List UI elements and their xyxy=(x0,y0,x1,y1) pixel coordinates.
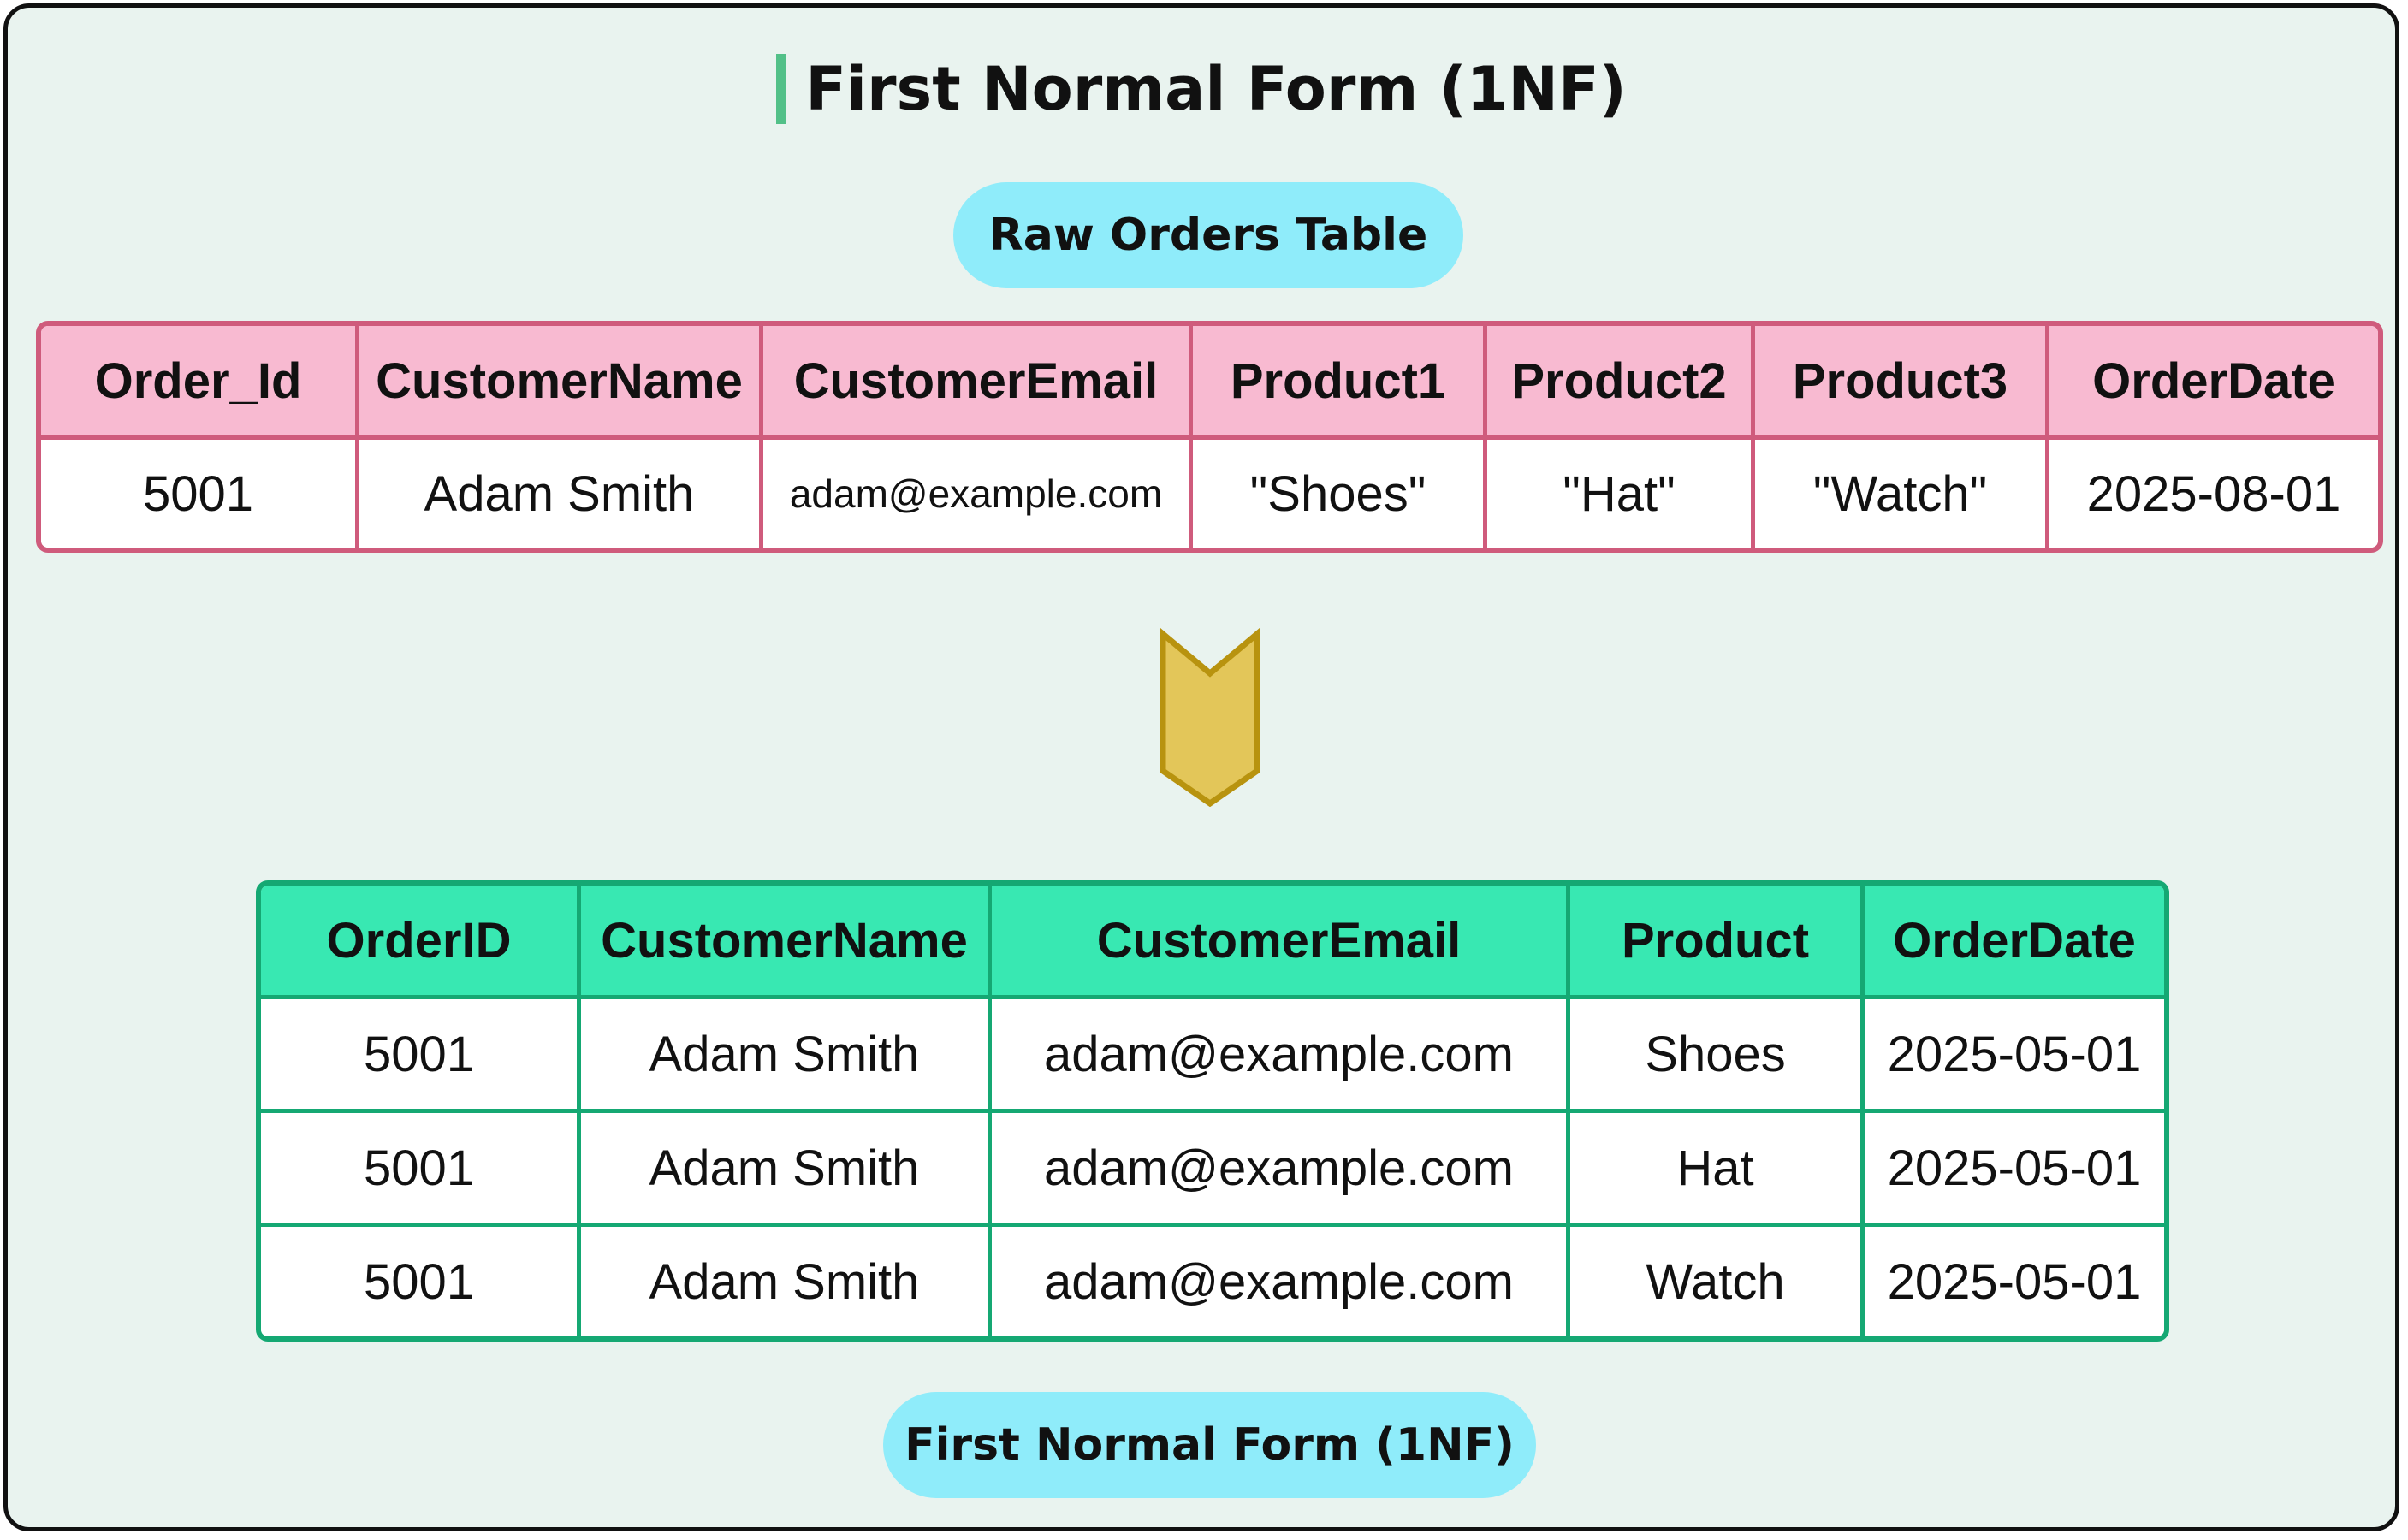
raw-table-label: Raw Orders Table xyxy=(953,182,1463,288)
table-cell: "Hat" xyxy=(1487,440,1755,548)
nf-header-cell: CustomerName xyxy=(581,886,992,999)
table-cell: Watch xyxy=(1570,1227,1865,1336)
raw-header-cell: CustomerName xyxy=(359,326,763,440)
title-area: First Normal Form (1NF) xyxy=(8,50,2395,127)
table-cell: 5001 xyxy=(261,1227,581,1336)
table-row: 5001 Adam Smith adam@example.com "Shoes"… xyxy=(41,440,2378,548)
table-cell: adam@example.com xyxy=(992,1113,1570,1227)
table-cell: 2025-08-01 xyxy=(2049,440,2378,548)
down-arrow-icon xyxy=(1160,627,1260,807)
diagram-frame: First Normal Form (1NF) Raw Orders Table… xyxy=(3,3,2399,1531)
table-cell: 2025-05-01 xyxy=(1865,999,2164,1113)
table-cell: Hat xyxy=(1570,1113,1865,1227)
table-cell: 5001 xyxy=(41,440,359,548)
table-cell: 2025-05-01 xyxy=(1865,1113,2164,1227)
nf-header-cell: OrderID xyxy=(261,886,581,999)
raw-header-cell: Product3 xyxy=(1755,326,2049,440)
raw-header-cell: Product1 xyxy=(1193,326,1487,440)
page-title: First Normal Form (1NF) xyxy=(805,54,1627,124)
table-cell: Adam Smith xyxy=(581,1227,992,1336)
raw-header-row: Order_Id CustomerName CustomerEmail Prod… xyxy=(41,326,2378,440)
raw-header-cell: Product2 xyxy=(1487,326,1755,440)
table-cell: Adam Smith xyxy=(581,999,992,1113)
nf-header-cell: Product xyxy=(1570,886,1865,999)
raw-orders-table: Order_Id CustomerName CustomerEmail Prod… xyxy=(36,321,2383,553)
table-cell: Adam Smith xyxy=(581,1113,992,1227)
table-cell: adam@example.com xyxy=(992,999,1570,1113)
table-cell: adam@example.com xyxy=(763,440,1193,548)
raw-header-cell: OrderDate xyxy=(2049,326,2378,440)
table-cell: 2025-05-01 xyxy=(1865,1227,2164,1336)
table-cell: 5001 xyxy=(261,1113,581,1227)
nf-header-row: OrderID CustomerName CustomerEmail Produ… xyxy=(261,886,2164,999)
table-row: 5001 Adam Smith adam@example.com Shoes 2… xyxy=(261,999,2164,1113)
table-cell: adam@example.com xyxy=(992,1227,1570,1336)
raw-header-cell: CustomerEmail xyxy=(763,326,1193,440)
table-cell: Adam Smith xyxy=(359,440,763,548)
table-row: 5001 Adam Smith adam@example.com Hat 202… xyxy=(261,1113,2164,1227)
nf-table-label: First Normal Form (1NF) xyxy=(883,1392,1536,1498)
raw-header-cell: Order_Id xyxy=(41,326,359,440)
first-normal-form-table: OrderID CustomerName CustomerEmail Produ… xyxy=(256,880,2169,1342)
table-cell: Shoes xyxy=(1570,999,1865,1113)
nf-header-cell: CustomerEmail xyxy=(992,886,1570,999)
table-cell: 5001 xyxy=(261,999,581,1113)
title-accent-bar xyxy=(776,54,787,124)
table-row: 5001 Adam Smith adam@example.com Watch 2… xyxy=(261,1227,2164,1336)
table-cell: "Watch" xyxy=(1755,440,2049,548)
table-cell: "Shoes" xyxy=(1193,440,1487,548)
nf-header-cell: OrderDate xyxy=(1865,886,2164,999)
